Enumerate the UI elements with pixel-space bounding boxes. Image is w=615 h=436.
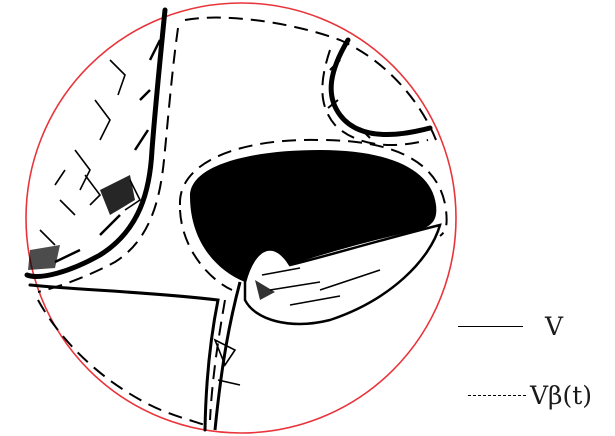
legend-dashed-label: Vβ(t) xyxy=(530,383,592,408)
legend-dashed-line xyxy=(468,395,526,396)
legend-solid: V xyxy=(458,314,563,339)
legend-solid-line xyxy=(458,326,523,327)
legend-solid-label: V xyxy=(545,314,563,339)
legend-dashed: Vβ(t) xyxy=(468,383,592,408)
